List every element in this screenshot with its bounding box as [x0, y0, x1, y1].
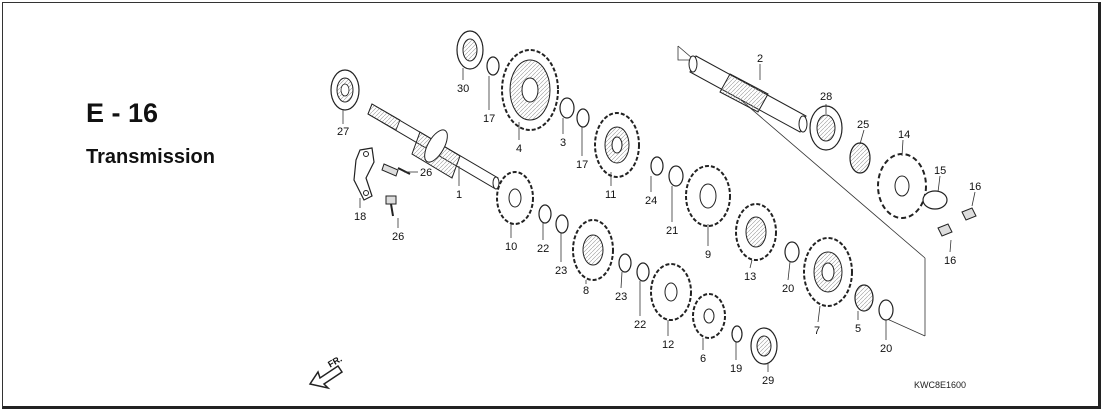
- part-label: 8: [583, 285, 589, 297]
- part-label: 20: [782, 283, 794, 295]
- bolt-16-b: [937, 223, 953, 237]
- part-label: 26: [392, 231, 404, 243]
- gear-11: [594, 112, 640, 178]
- mainshaft: [367, 103, 500, 190]
- front-direction-arrow: FR.: [308, 354, 344, 390]
- countershaft: [688, 55, 808, 133]
- washer-20-b: [878, 299, 894, 321]
- part-label: 4: [516, 143, 522, 155]
- part-label: 6: [700, 353, 706, 365]
- washer-17-b: [576, 108, 590, 128]
- plate-15: [922, 190, 948, 210]
- sprocket-14: [877, 153, 927, 219]
- part-label: 27: [337, 126, 349, 138]
- washer-22-b: [636, 262, 650, 282]
- gear-9: [685, 165, 731, 227]
- stopper-plate-18: [353, 147, 375, 201]
- part-label: 26: [420, 167, 432, 179]
- bolt-26-a: [381, 163, 411, 177]
- part-label: 10: [505, 241, 517, 253]
- washer-20-a: [784, 241, 800, 263]
- part-label: 21: [666, 225, 678, 237]
- section-code: E - 16: [86, 98, 159, 128]
- bushing-5: [854, 284, 874, 312]
- washer-22-a: [538, 204, 552, 224]
- part-label: 2: [757, 53, 763, 65]
- gear-10: [496, 171, 534, 225]
- part-label: 19: [730, 363, 742, 375]
- part-label: 28: [820, 91, 832, 103]
- leader-lines: [342, 64, 976, 372]
- part-label: 20: [880, 343, 892, 355]
- part-label: 18: [354, 211, 366, 223]
- part-label: 5: [855, 323, 861, 335]
- part-label: 1: [456, 189, 462, 201]
- part-label: 7: [814, 325, 820, 337]
- part-label: 11: [605, 189, 616, 201]
- washer-23-b: [618, 253, 632, 273]
- part-label: 3: [560, 137, 566, 149]
- bearing-27: [330, 69, 360, 111]
- reference-code: KWC8E1600: [914, 380, 967, 390]
- washer-17-a: [486, 56, 500, 76]
- part-label: 17: [576, 159, 588, 171]
- bolt-26-b: [385, 195, 397, 217]
- section-title: Transmission: [86, 146, 215, 168]
- part-label: 14: [898, 129, 910, 141]
- gear-7: [803, 237, 853, 307]
- part-label: 15: [934, 165, 946, 177]
- part-label: 17: [483, 113, 495, 125]
- gear-4: [501, 49, 559, 131]
- washer-24: [650, 156, 664, 176]
- part-label: 25: [857, 119, 869, 131]
- part-label: 29: [762, 375, 774, 387]
- part-label: 23: [615, 291, 627, 303]
- front-direction-label: FR.: [326, 354, 344, 370]
- washer-23-a: [555, 214, 569, 234]
- part-labels: 27 30 17 4 3 17 11 24 21 9 2 28 25 14 15…: [337, 53, 981, 387]
- part-label: 22: [634, 319, 646, 331]
- part-label: 16: [969, 181, 981, 193]
- gear-13: [735, 203, 777, 261]
- bolt-16-a: [961, 207, 977, 221]
- part-label: 22: [537, 243, 549, 255]
- bushing-3: [559, 97, 575, 119]
- part-label: 12: [662, 339, 674, 351]
- part-label: 13: [744, 271, 756, 283]
- bearing-29: [750, 327, 778, 365]
- gear-12: [650, 263, 692, 321]
- part-label: 9: [705, 249, 711, 261]
- gear-6: [692, 293, 726, 339]
- part-label: 24: [645, 195, 657, 207]
- part-label: 23: [555, 265, 567, 277]
- washer-19: [731, 325, 743, 343]
- gear-8: [572, 219, 614, 281]
- collar-25: [849, 142, 871, 174]
- washer-21: [668, 165, 684, 187]
- bearing-30: [456, 30, 484, 70]
- part-label: 30: [457, 83, 469, 95]
- part-label: 16: [944, 255, 956, 267]
